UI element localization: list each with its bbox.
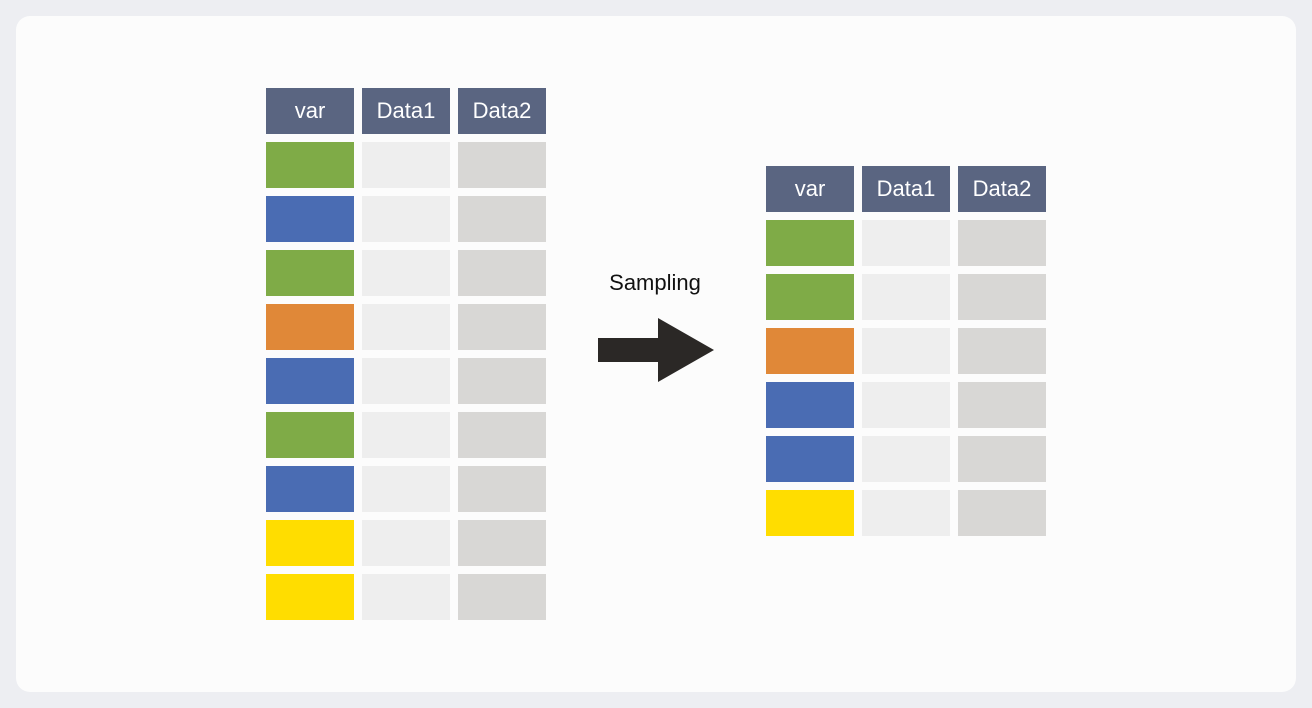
sampled-var-cell-yellow (766, 490, 854, 536)
original-data2-cell (458, 250, 546, 296)
sampled-data1-cell (862, 274, 950, 320)
original-var-cell-green (266, 250, 354, 296)
sampled-var-cell-blue (766, 436, 854, 482)
original-data2-cell (458, 196, 546, 242)
original-data2-cell (458, 466, 546, 512)
sampled-data1-cell (862, 436, 950, 482)
right-arrow-icon (598, 318, 714, 382)
original-var-cell-yellow (266, 574, 354, 620)
sampled-data2-cell (958, 220, 1046, 266)
original-data1-cell (362, 196, 450, 242)
original-data1-cell (362, 520, 450, 566)
sampled-header-var: var (766, 166, 854, 212)
original-data2-cell (458, 142, 546, 188)
original-data2-cell (458, 574, 546, 620)
original-data1-cell (362, 358, 450, 404)
original-var-cell-blue (266, 196, 354, 242)
original-data1-cell (362, 412, 450, 458)
original-data1-cell (362, 574, 450, 620)
sampled-header-data2: Data2 (958, 166, 1046, 212)
original-data2-cell (458, 412, 546, 458)
original-data1-cell (362, 304, 450, 350)
sampling-label: Sampling (609, 270, 701, 295)
original-data1-cell (362, 250, 450, 296)
original-header-data1: Data1 (362, 88, 450, 134)
sampled-header-data1: Data1 (862, 166, 950, 212)
original-var-cell-blue (266, 466, 354, 512)
sampled-data2-cell (958, 328, 1046, 374)
sampled-data2-cell (958, 436, 1046, 482)
sampled-var-cell-green (766, 220, 854, 266)
original-var-cell-green (266, 142, 354, 188)
original-var-cell-orange (266, 304, 354, 350)
sampled-var-cell-green (766, 274, 854, 320)
original-data2-cell (458, 358, 546, 404)
original-var-cell-yellow (266, 520, 354, 566)
original-header-var: var (266, 88, 354, 134)
original-data2-cell (458, 304, 546, 350)
sampled-data2-cell (958, 490, 1046, 536)
original-var-cell-blue (266, 358, 354, 404)
sampled-var-cell-blue (766, 382, 854, 428)
sampled-data1-cell (862, 220, 950, 266)
sampled-data1-cell (862, 490, 950, 536)
original-var-cell-green (266, 412, 354, 458)
sampled-data1-cell (862, 328, 950, 374)
original-data1-cell (362, 466, 450, 512)
original-header-data2: Data2 (458, 88, 546, 134)
original-data1-cell (362, 142, 450, 188)
sampled-var-cell-orange (766, 328, 854, 374)
sampled-data2-cell (958, 274, 1046, 320)
sampled-data1-cell (862, 382, 950, 428)
original-data2-cell (458, 520, 546, 566)
sampled-data2-cell (958, 382, 1046, 428)
